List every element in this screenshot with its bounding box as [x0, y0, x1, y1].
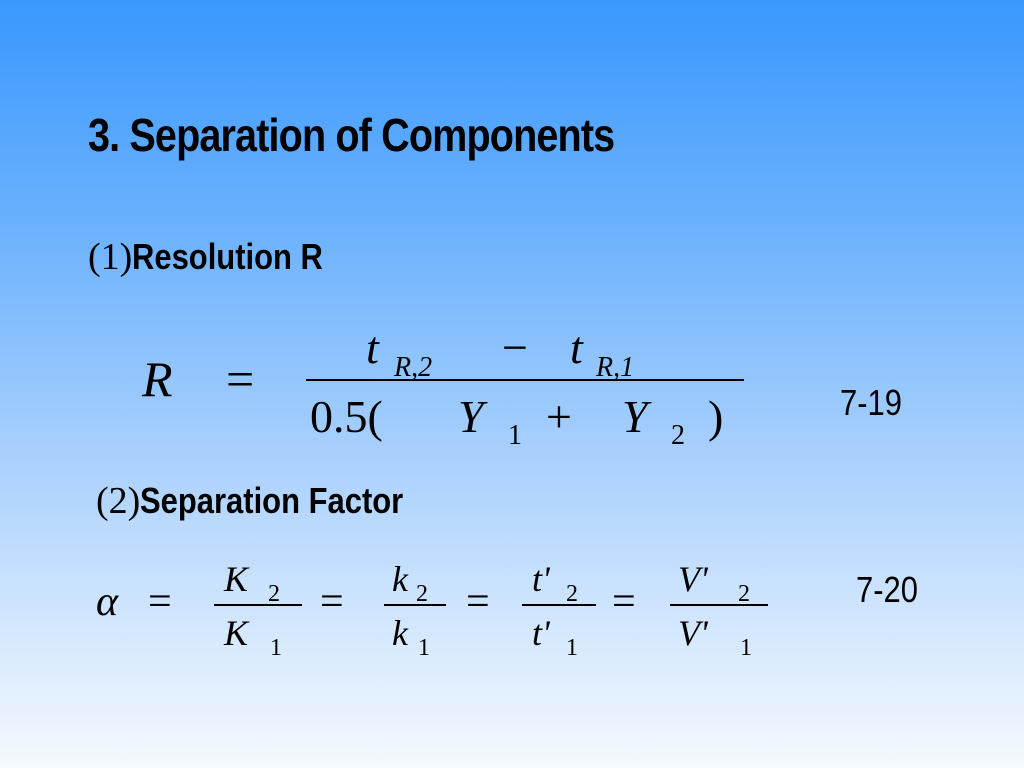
eq2-V1-sub: 1: [740, 635, 752, 661]
equation-number-7-20: 7-20: [856, 569, 918, 610]
eq1-numerator-sub-r2: R,2: [393, 352, 432, 383]
eq1-denominator-plus: +: [546, 391, 572, 442]
eq2-equals-2: =: [320, 579, 344, 625]
eq1-lhs-R: R: [141, 351, 173, 407]
eq1-denominator-sub1: 1: [508, 420, 522, 451]
eq2-V1: V': [678, 613, 709, 653]
eq2-K1-sub: 1: [270, 635, 282, 661]
eq1-numerator-minus: −: [502, 322, 528, 373]
eq1-numerator-t2: t: [570, 322, 584, 373]
eq2-k2: k: [392, 559, 409, 599]
eq2-k1: k: [392, 613, 409, 653]
eq2-K2-sub: 2: [268, 581, 280, 607]
section-resolution: (1)Resolution R: [88, 238, 354, 276]
eq2-t2-sub: 2: [566, 581, 578, 607]
eq2-k2-sub: 2: [416, 581, 428, 607]
eq2-t2: t': [532, 559, 551, 599]
eq2-K1: K: [223, 613, 250, 653]
eq2-t1: t': [532, 613, 551, 653]
eq2-equals-4: =: [612, 579, 636, 625]
eq1-denominator-coef: 0.5(: [310, 391, 383, 442]
eq2-equals-3: =: [466, 579, 490, 625]
eq2-K2: K: [223, 559, 250, 599]
eq2-equals-1: =: [148, 579, 172, 625]
eq1-numerator-t1: t: [366, 322, 380, 373]
section-number: (2): [96, 480, 141, 522]
section-separation-factor: (2)Separation Factor: [96, 482, 446, 520]
eq1-numerator-sub-r1: R,1: [595, 352, 634, 383]
slide-title: 3. Separation of Components: [88, 109, 615, 161]
eq1-denominator-y2: Y: [622, 391, 652, 442]
eq1-denominator-y1: Y: [458, 391, 488, 442]
eq1-equals: =: [226, 351, 254, 407]
section-number: (1): [88, 236, 133, 278]
eq2-V2: V': [678, 559, 709, 599]
eq1-denominator-sub2: 2: [671, 420, 685, 451]
eq2-alpha: α: [96, 579, 119, 625]
eq2-t1-sub: 1: [566, 635, 578, 661]
eq2-V2-sub: 2: [738, 581, 750, 607]
eq1-denominator-close: ): [708, 391, 723, 442]
equation-number-7-19: 7-19: [840, 382, 902, 423]
section-heading: Separation Factor: [140, 480, 404, 521]
eq2-k1-sub: 1: [418, 635, 430, 661]
section-heading: Resolution R: [132, 236, 324, 277]
